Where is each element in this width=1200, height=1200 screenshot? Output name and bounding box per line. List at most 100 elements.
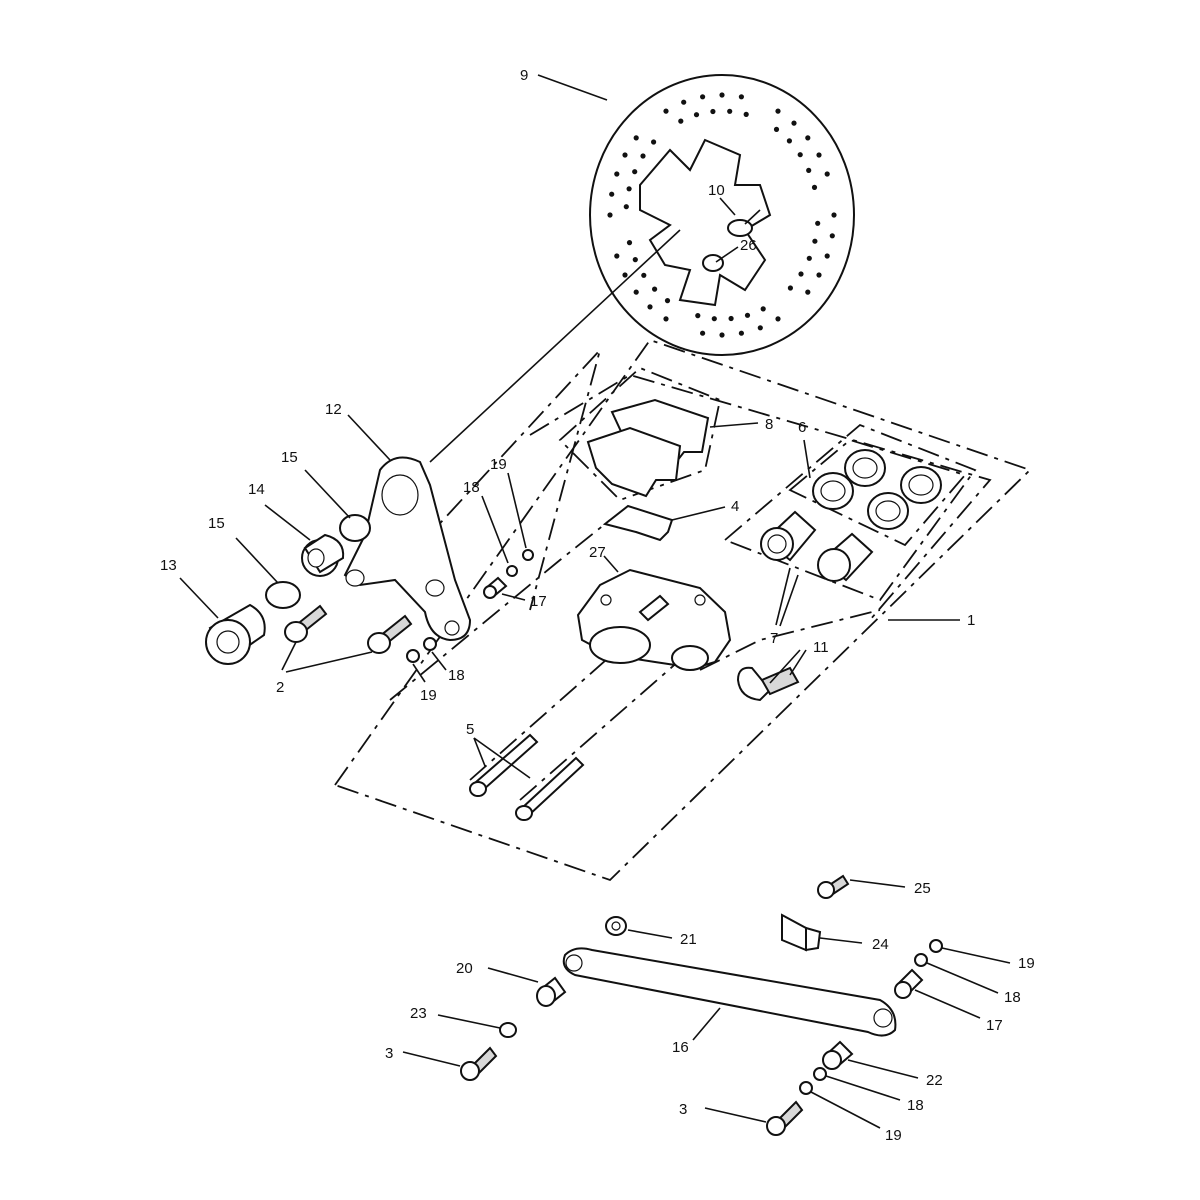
callout-24: 24	[872, 936, 889, 953]
disc-hole	[651, 139, 657, 145]
disc-hole	[760, 306, 766, 312]
callout-10: 10	[708, 182, 725, 199]
disc-hole	[647, 304, 653, 310]
callout-19a: 19	[420, 687, 437, 704]
disc-hole	[663, 316, 669, 322]
disc-hole	[806, 167, 812, 173]
bolt-25	[817, 874, 850, 899]
piston-seals	[812, 449, 942, 530]
disc-hole	[786, 138, 793, 144]
disc-hole	[623, 204, 629, 210]
disc-hole	[607, 212, 613, 218]
disc-holes	[607, 92, 837, 338]
callout-15b: 15	[281, 449, 298, 466]
bolt-3b	[766, 1100, 804, 1136]
callout-27: 27	[589, 544, 606, 561]
seal-15b	[339, 514, 371, 542]
bush-20	[536, 976, 567, 1007]
pad-spring-4	[602, 504, 674, 542]
disc-hole	[633, 289, 639, 295]
seal-15a	[265, 581, 301, 609]
torque-arm-16	[562, 947, 897, 1037]
callout-23: 23	[410, 1005, 427, 1022]
disc-hole	[816, 272, 822, 278]
caliper-bracket	[343, 456, 472, 642]
brake-disc	[589, 74, 855, 356]
disc-hole	[700, 94, 706, 100]
disc-hole	[710, 108, 716, 115]
disc-hole	[632, 169, 638, 175]
callout-19b: 19	[490, 456, 507, 473]
callout-25: 25	[914, 880, 931, 897]
oring-18a	[423, 637, 437, 651]
bush-22	[822, 1040, 854, 1070]
pistons	[760, 510, 874, 582]
disc-hole	[816, 152, 822, 158]
disc-hole	[805, 135, 811, 141]
oring-19a	[406, 649, 420, 663]
slide-pin-17b	[894, 968, 924, 999]
disc-hole	[641, 272, 647, 278]
callout-19d: 19	[885, 1127, 902, 1144]
disc-bolt-head	[727, 219, 753, 237]
disc-hole	[791, 120, 797, 126]
disc-hole	[757, 325, 763, 331]
bleeder-valve	[736, 666, 800, 702]
callout-18c: 18	[1004, 989, 1021, 1006]
callout-21: 21	[680, 931, 697, 948]
disc-hole	[829, 233, 835, 239]
oring-19b	[522, 549, 534, 561]
callout-22: 22	[926, 1072, 943, 1089]
disc-hole	[633, 135, 639, 141]
disc-hole	[797, 152, 803, 158]
oring-18b	[506, 565, 518, 577]
callout-7: 7	[770, 630, 778, 647]
disc-hole	[719, 332, 725, 338]
callout-4: 4	[731, 498, 739, 515]
disc-hole	[743, 111, 749, 117]
disc-hole	[824, 253, 830, 259]
bolt-3a	[460, 1046, 498, 1081]
disc-hole	[626, 240, 633, 246]
callout-17a: 17	[530, 593, 547, 610]
callout-18d: 18	[907, 1097, 924, 1114]
disc-hole	[815, 220, 821, 226]
disc-hole	[798, 271, 804, 277]
disc-hole	[693, 112, 700, 118]
disc-hole	[614, 171, 620, 177]
bracket-bolts	[284, 604, 413, 654]
disc-hole	[622, 152, 628, 158]
disc-hole	[640, 153, 646, 159]
disc-hole	[812, 238, 818, 244]
disc-hole	[728, 315, 734, 322]
callout-14: 14	[248, 481, 265, 498]
caliper-body	[576, 568, 732, 671]
slide-pin-17a	[483, 576, 508, 599]
disc-hole	[663, 108, 669, 114]
callout-17b: 17	[986, 1017, 1003, 1034]
disc-hole	[773, 126, 780, 132]
callout-12: 12	[325, 401, 342, 418]
oring-19c	[929, 939, 943, 953]
disc-hole	[787, 285, 794, 291]
oring-19d	[799, 1081, 813, 1095]
disc-hole	[738, 330, 745, 336]
callout-20: 20	[456, 960, 473, 977]
disc-hole	[664, 298, 671, 304]
oring-18d	[813, 1067, 827, 1081]
disc-hole	[738, 94, 745, 100]
disc-hole	[775, 316, 781, 322]
slide-pins	[469, 733, 585, 821]
bush-14	[301, 533, 345, 577]
bush-21	[605, 916, 627, 936]
brake-pads	[586, 398, 710, 498]
callout-13: 13	[160, 557, 177, 574]
callout-19c: 19	[1018, 955, 1035, 972]
disc-hole	[805, 289, 811, 295]
callout-18a: 18	[448, 667, 465, 684]
disc-hole	[632, 257, 638, 263]
disc-hole	[609, 191, 615, 197]
callout-5: 5	[466, 721, 474, 738]
disc-hole	[727, 108, 733, 114]
callout-18b: 18	[463, 479, 480, 496]
